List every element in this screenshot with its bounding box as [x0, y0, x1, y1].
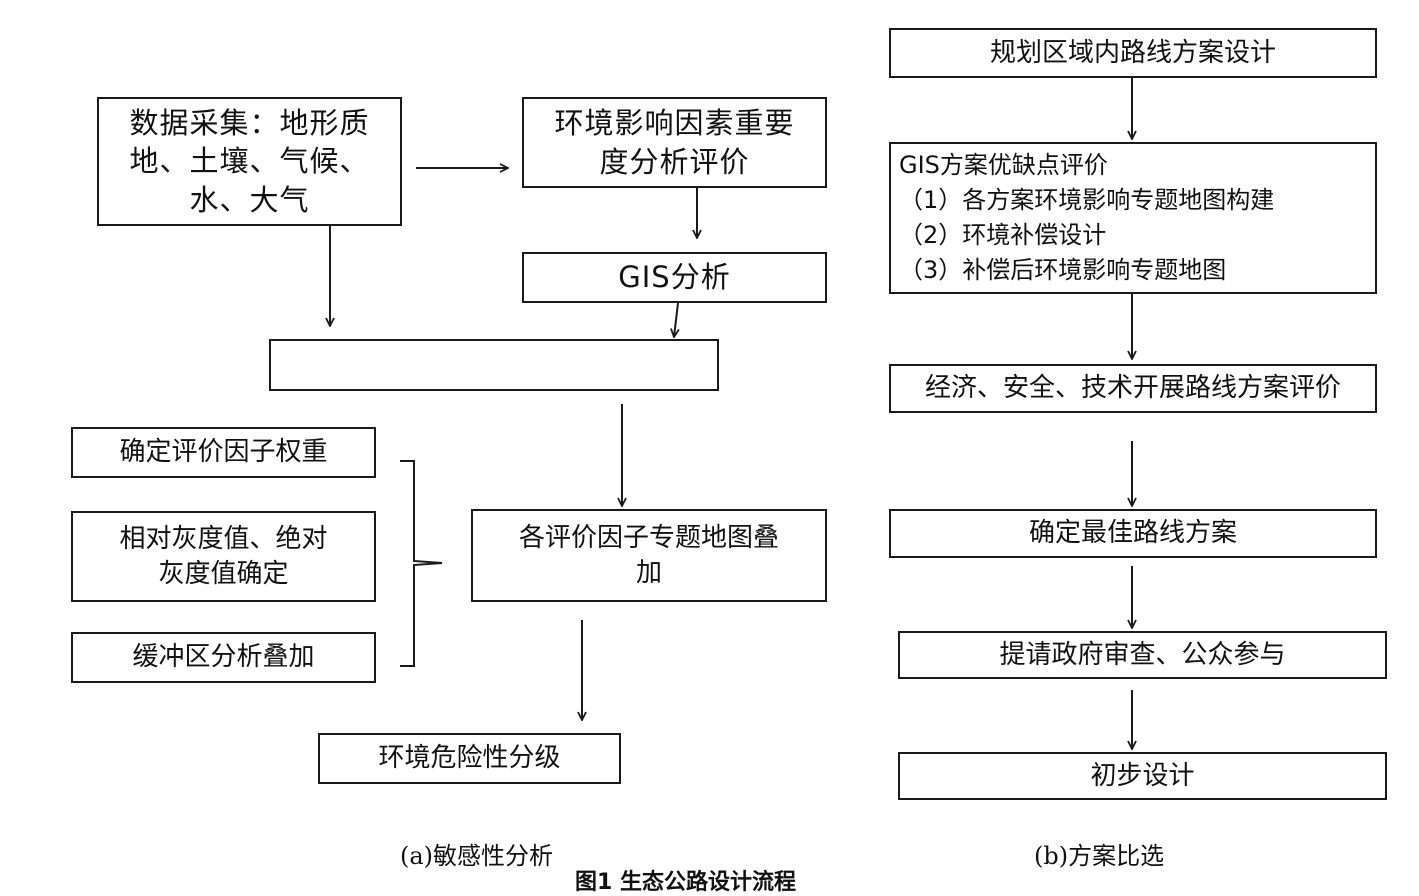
route-design-label: 规划区域内路线方案设计 — [989, 37, 1276, 68]
gis-eval-item2: （2）环境补偿设计 — [899, 221, 1107, 249]
gis-eval-box: GIS方案优缺点评价 （1）各方案环境影响专题地图构建 （2）环境补偿设计 （3… — [889, 142, 1377, 294]
blank-box — [269, 339, 719, 391]
gis-analysis-box: GIS分析 — [522, 252, 827, 303]
buffer-label: 缓冲区分析叠加 — [132, 642, 315, 673]
gis-eval-item1: （1）各方案环境影响专题地图构建 — [899, 186, 1275, 214]
best-route-label: 确定最佳路线方案 — [1028, 518, 1237, 549]
importance-eval-box: 环境影响因素重要 度分析评价 — [522, 97, 827, 188]
overlay-line2: 加 — [635, 557, 662, 588]
gray-values-line1: 相对灰度值、绝对 — [119, 524, 328, 555]
data-collection-line2: 地、土壤、气候、 — [129, 144, 370, 179]
gray-values-box: 相对灰度值、绝对 灰度值确定 — [71, 511, 376, 602]
econ-eval-box: 经济、安全、技术开展路线方案评价 — [889, 364, 1377, 413]
weights-box: 确定评价因子权重 — [71, 427, 376, 478]
gov-review-box: 提请政府审查、公众参与 — [898, 631, 1387, 679]
data-collection-line3: 水、大气 — [189, 182, 310, 217]
brace-factors — [400, 460, 443, 667]
gov-review-label: 提请政府审查、公众参与 — [999, 639, 1286, 670]
data-collection-line1: 数据采集：地形质 — [129, 106, 370, 141]
gis-analysis-label: GIS分析 — [618, 260, 731, 295]
arrow-gis-to-blank — [674, 302, 678, 337]
figure-title: 图1 生态公路设计流程 — [575, 870, 796, 895]
weights-label: 确定评价因子权重 — [119, 437, 328, 468]
overlay-box: 各评价因子专题地图叠 加 — [471, 509, 827, 602]
data-collection-box: 数据采集：地形质 地、土壤、气候、 水、大气 — [97, 97, 402, 226]
importance-eval-line2: 度分析评价 — [599, 144, 750, 179]
econ-eval-label: 经济、安全、技术开展路线方案评价 — [924, 373, 1341, 404]
hazard-grading-box: 环境危险性分级 — [318, 733, 621, 784]
buffer-box: 缓冲区分析叠加 — [71, 632, 376, 683]
hazard-grading-label: 环境危险性分级 — [378, 743, 561, 774]
route-design-box: 规划区域内路线方案设计 — [889, 28, 1377, 78]
overlay-line1: 各评价因子专题地图叠 — [518, 523, 779, 554]
gray-values-line2: 灰度值确定 — [158, 558, 289, 589]
caption-b: (b)方案比选 — [1034, 842, 1165, 870]
importance-eval-line1: 环境影响因素重要 — [554, 106, 795, 141]
prelim-design-label: 初步设计 — [1090, 760, 1195, 791]
connector-layer — [0, 78, 1419, 876]
best-route-box: 确定最佳路线方案 — [889, 509, 1377, 558]
gis-eval-title: GIS方案优缺点评价 — [899, 151, 1108, 179]
gis-eval-item3: （3）补偿后环境影响专题地图 — [899, 256, 1227, 284]
caption-a: (a)敏感性分析 — [400, 842, 554, 870]
prelim-design-box: 初步设计 — [898, 752, 1387, 800]
